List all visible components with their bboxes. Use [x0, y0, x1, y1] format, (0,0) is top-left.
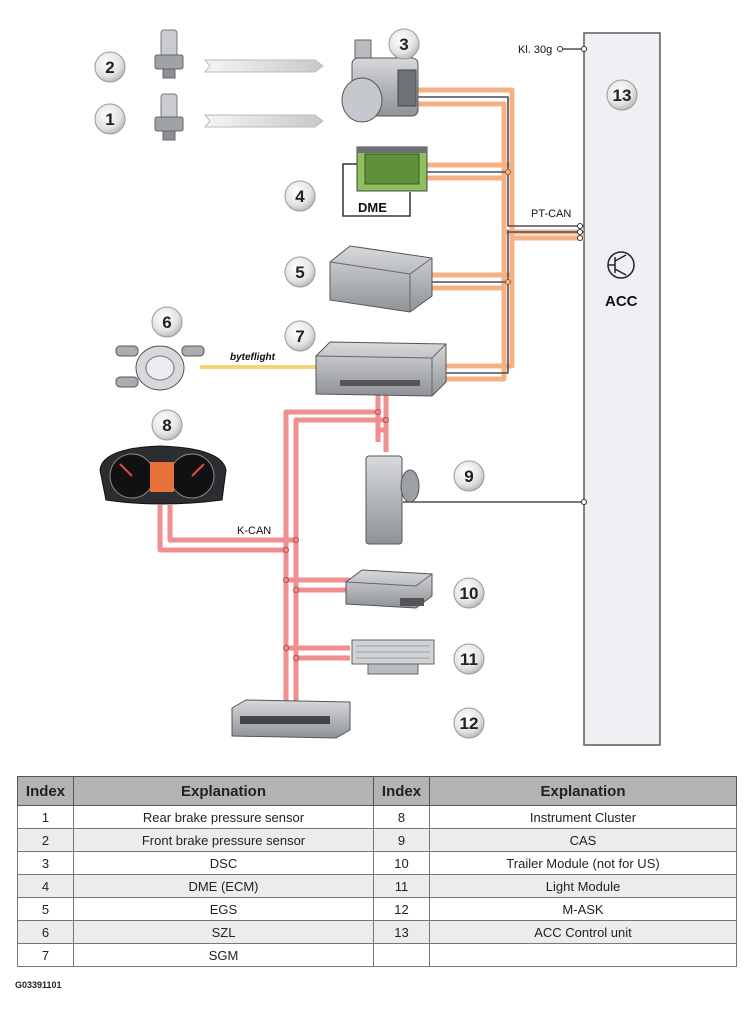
index-badge-12: 12 [453, 707, 485, 739]
table-cell: DME (ECM) [73, 874, 374, 898]
kl30g-wire [557, 46, 587, 52]
acc-label: ACC [605, 293, 638, 310]
m-ask-unit-icon [231, 699, 351, 739]
kl30g-label: Kl. 30g [518, 44, 552, 56]
table-cell: 7 [17, 943, 74, 967]
svg-text:4: 4 [295, 187, 305, 206]
index-badge-10: 10 [453, 577, 485, 609]
legend-table: Index Explanation Index Explanation 1 Re… [17, 776, 737, 967]
table-cell: ACC Control unit [429, 920, 737, 944]
arrow-sensor2-icon [203, 59, 324, 73]
table-cell: Light Module [429, 874, 737, 898]
table-cell: 5 [17, 897, 74, 921]
svg-text:12: 12 [460, 714, 479, 733]
svg-text:5: 5 [295, 263, 304, 282]
pt-can-bus [415, 87, 584, 382]
svg-text:11: 11 [460, 650, 478, 669]
table-cell: CAS [429, 828, 737, 852]
legend-header-explanation: Explanation [73, 776, 374, 806]
index-badge-7: 7 [284, 320, 316, 352]
index-badge-11: 11 [453, 643, 485, 675]
index-badge-9: 9 [453, 460, 485, 492]
k-can-bus [157, 393, 389, 705]
table-cell [373, 943, 430, 967]
front-brake-pressure-sensor-icon [154, 29, 184, 79]
index-badge-2: 2 [94, 51, 126, 83]
legend-header-explanation: Explanation [429, 776, 737, 806]
svg-text:10: 10 [460, 584, 479, 603]
table-row: 1 Rear brake pressure sensor 8 Instrumen… [17, 805, 737, 829]
szl-unit-icon [115, 345, 205, 391]
sgm-unit-icon [315, 341, 447, 397]
light-module-icon [351, 639, 435, 675]
svg-text:7: 7 [295, 327, 304, 346]
table-cell: 8 [373, 805, 430, 829]
table-cell: 3 [17, 851, 74, 875]
table-row: 7 SGM [17, 943, 737, 967]
table-cell: SZL [73, 920, 374, 944]
table-cell: Trailer Module (not for US) [429, 851, 737, 875]
legend-header-row: Index Explanation Index Explanation [17, 776, 737, 806]
trailer-module-icon [345, 569, 433, 609]
table-cell: 1 [17, 805, 74, 829]
table-cell: DSC [73, 851, 374, 875]
svg-text:3: 3 [399, 35, 408, 54]
figure-id: G03391101 [15, 980, 62, 990]
table-cell: 10 [373, 851, 430, 875]
k-can-label: K-CAN [237, 525, 271, 537]
index-badge-4: 4 [284, 180, 316, 212]
table-cell: 12 [373, 897, 430, 921]
index-badge-6: 6 [151, 306, 183, 338]
table-cell: Rear brake pressure sensor [73, 805, 374, 829]
table-cell: 11 [373, 874, 430, 898]
egs-unit-icon [329, 245, 433, 313]
svg-text:2: 2 [105, 58, 114, 77]
table-row: 2 Front brake pressure sensor 9 CAS [17, 828, 737, 852]
legend-header-index: Index [373, 776, 430, 806]
svg-text:1: 1 [105, 110, 114, 129]
index-badge-1: 1 [94, 103, 126, 135]
index-badge-3: 3 [388, 28, 420, 60]
table-cell: SGM [73, 943, 374, 967]
table-cell: 9 [373, 828, 430, 852]
svg-text:8: 8 [162, 416, 171, 435]
table-row: 4 DME (ECM) 11 Light Module [17, 874, 737, 898]
dme-label: DME [358, 200, 387, 215]
acc-control-unit-panel [583, 32, 661, 746]
index-badge-5: 5 [284, 256, 316, 288]
table-row: 3 DSC 10 Trailer Module (not for US) [17, 851, 737, 875]
table-row: 6 SZL 13 ACC Control unit [17, 920, 737, 944]
table-cell: Front brake pressure sensor [73, 828, 374, 852]
table-row: 5 EGS 12 M-ASK [17, 897, 737, 921]
pt-can-label: PT-CAN [531, 208, 571, 220]
table-cell: 4 [17, 874, 74, 898]
rear-brake-pressure-sensor-icon [154, 93, 184, 141]
instrument-cluster-icon [99, 445, 227, 505]
svg-text:9: 9 [464, 467, 473, 486]
byteflight-label: byteflight [230, 352, 276, 363]
svg-text:6: 6 [162, 313, 171, 332]
cas-unit-icon [365, 455, 420, 545]
network-diagram: Kl. 30g PT-CAN byteflight [94, 28, 661, 746]
legend-header-index: Index [17, 776, 74, 806]
acc-transistor-icon [607, 251, 635, 279]
table-cell [429, 943, 737, 967]
index-badge-8: 8 [151, 409, 183, 441]
dsc-unit-icon [341, 39, 419, 123]
arrow-sensor1-icon [203, 114, 324, 128]
dme-unit-icon [342, 146, 428, 217]
table-cell: EGS [73, 897, 374, 921]
table-cell: M-ASK [429, 897, 737, 921]
table-cell: 2 [17, 828, 74, 852]
cas-acc-wire [403, 499, 587, 505]
table-cell: Instrument Cluster [429, 805, 737, 829]
table-cell: 6 [17, 920, 74, 944]
index-badge-13: 13 [606, 79, 638, 111]
k-can-junctions [283, 409, 389, 661]
svg-text:13: 13 [613, 86, 632, 105]
table-cell: 13 [373, 920, 430, 944]
